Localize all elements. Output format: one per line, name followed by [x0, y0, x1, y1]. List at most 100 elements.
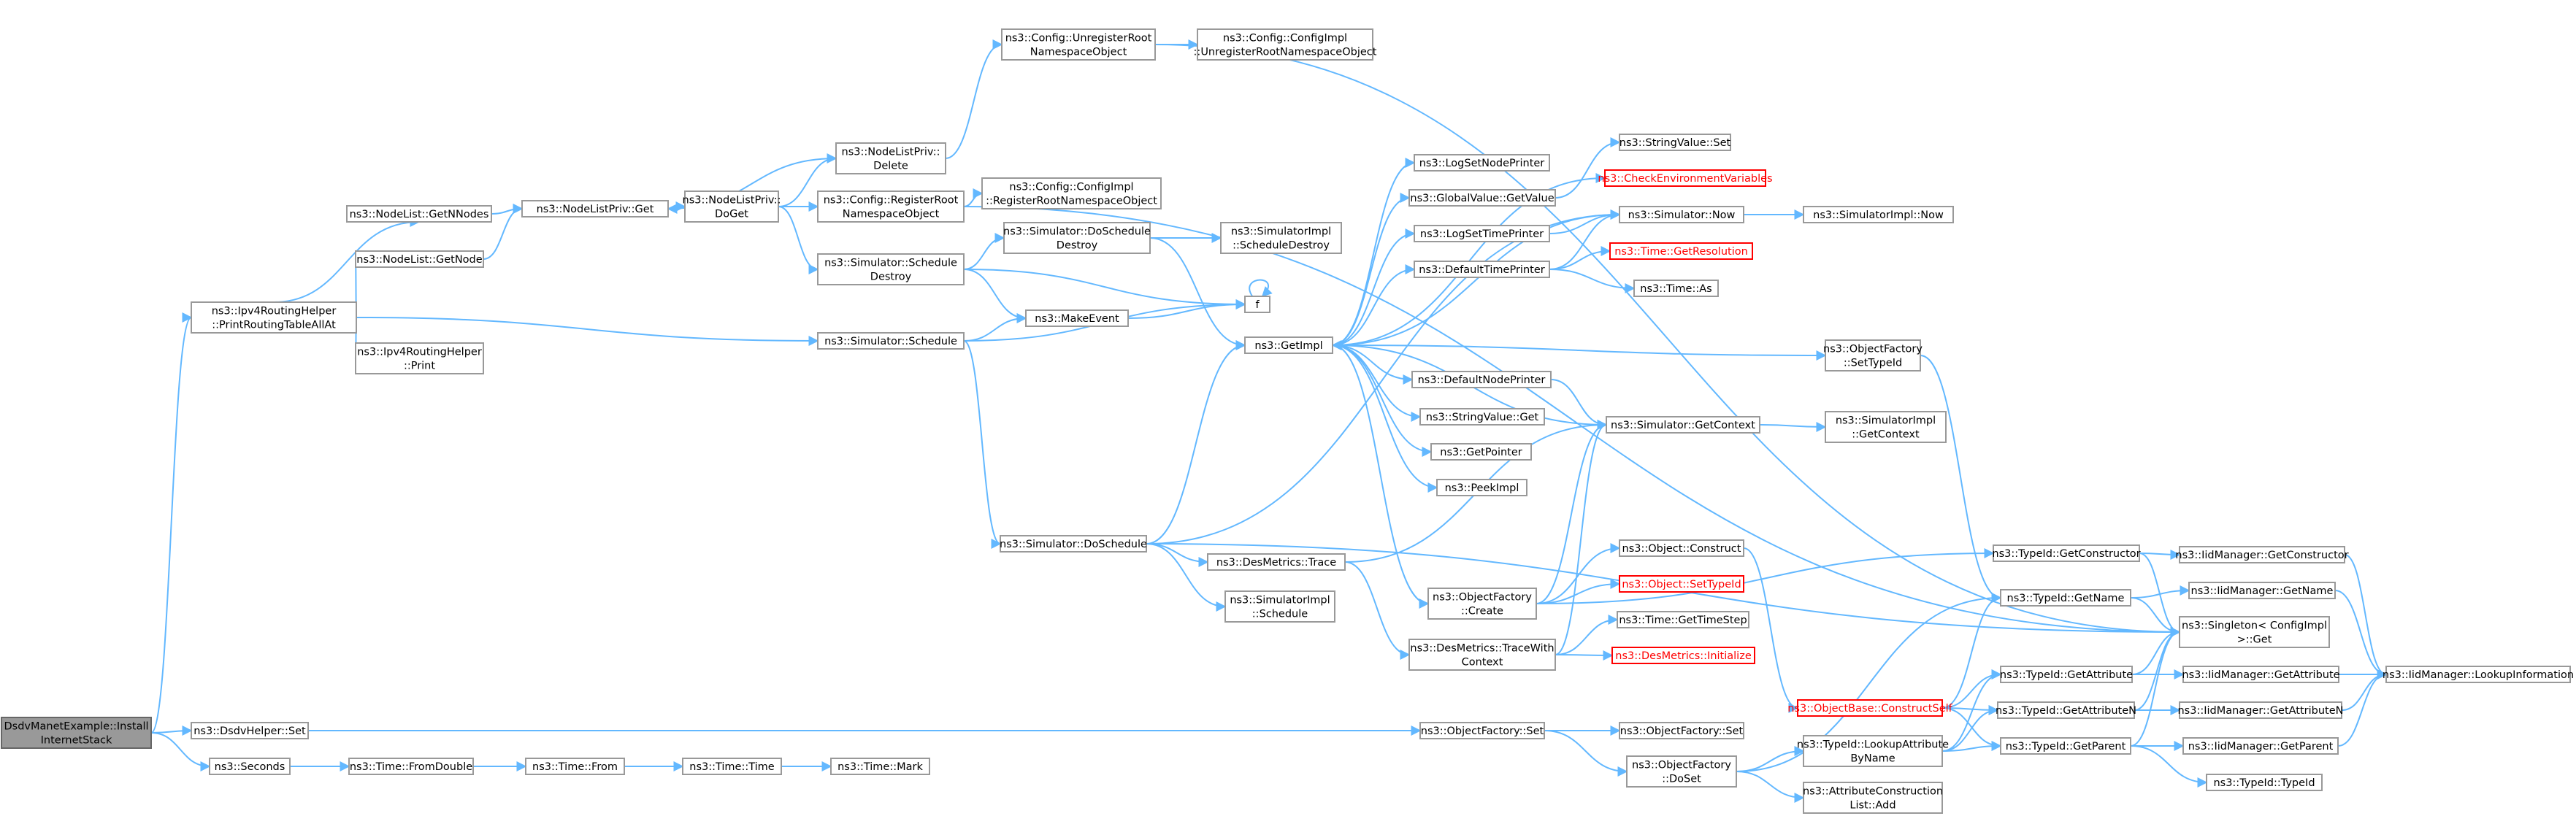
node-box[interactable]	[191, 301, 357, 334]
node-box[interactable]	[1604, 169, 1766, 187]
node-ofSet2[interactable]: ns3::ObjectFactory::Set	[1619, 722, 1744, 739]
node-objConstruct[interactable]: ns3::Object::Construct	[1619, 539, 1744, 557]
node-box[interactable]	[1408, 639, 1556, 671]
node-ofCreate[interactable]: ns3::ObjectFactory::Create	[1427, 588, 1537, 620]
node-timeAs[interactable]: ns3::Time::As	[1633, 280, 1719, 297]
node-timeGetTimeStep[interactable]: ns3::Time::GetTimeStep	[1617, 611, 1749, 628]
node-dsdvSet[interactable]: ns3::DsdvHelper::Set	[191, 722, 309, 739]
node-nlpGet[interactable]: ns3::NodeListPriv::Get	[521, 200, 669, 218]
node-doSchedule[interactable]: ns3::Simulator::DoSchedule	[1000, 535, 1147, 553]
node-simGetContext[interactable]: ns3::Simulator::GetContext	[1606, 416, 1760, 434]
node-box[interactable]	[1611, 647, 1755, 664]
node-box[interactable]	[1419, 722, 1545, 739]
node-box[interactable]	[1430, 443, 1532, 461]
node-peekImpl[interactable]: ns3::PeekImpl	[1436, 479, 1527, 496]
node-box[interactable]	[2179, 616, 2330, 648]
node-iidGetName[interactable]: ns3::IidManager::GetName	[2188, 582, 2336, 599]
node-simImplSchedDestroy[interactable]: ns3::SimulatorImpl::ScheduleDestroy	[1220, 222, 1342, 254]
node-box[interactable]	[1617, 611, 1749, 628]
node-box[interactable]	[1825, 339, 1921, 372]
node-ofSetTypeId[interactable]: ns3::ObjectFactory::SetTypeId	[1823, 339, 1923, 372]
node-box[interactable]	[1619, 539, 1744, 557]
node-defaultTimePrinter[interactable]: ns3::DefaultTimePrinter	[1414, 261, 1550, 278]
node-iidGetConstructor[interactable]: ns3::IidManager::GetConstructor	[2175, 546, 2349, 563]
node-box[interactable]	[1025, 309, 1129, 327]
node-tidGetName[interactable]: ns3::TypeId::GetName	[2000, 589, 2131, 607]
node-getNode[interactable]: ns3::NodeList::GetNode	[355, 250, 484, 268]
node-box[interactable]	[1003, 222, 1151, 254]
node-makeEvent[interactable]: ns3::MakeEvent	[1025, 309, 1129, 327]
node-box[interactable]	[1619, 722, 1744, 739]
node-box[interactable]	[817, 253, 965, 285]
node-box[interactable]	[191, 722, 309, 739]
node-box[interactable]	[1797, 699, 1943, 717]
node-nlpDelete[interactable]: ns3::NodeListPriv::Delete	[835, 142, 946, 174]
node-box[interactable]	[1000, 535, 1147, 553]
node-logSetTimePrinter[interactable]: ns3::LogSetTimePrinter	[1414, 225, 1550, 242]
node-globalGetValue[interactable]: ns3::GlobalValue::GetValue	[1408, 189, 1556, 207]
node-ofDoSet[interactable]: ns3::ObjectFactory::DoSet	[1626, 755, 1737, 788]
node-f[interactable]: f	[1244, 296, 1270, 313]
node-nlpDoGet[interactable]: ns3::NodeListPriv::DoGet	[683, 190, 781, 223]
node-box[interactable]	[1244, 336, 1333, 354]
node-box[interactable]	[1619, 206, 1744, 223]
node-stringValueSet[interactable]: ns3::StringValue::Set	[1619, 134, 1731, 151]
node-simSchedule[interactable]: ns3::Simulator::Schedule	[817, 332, 965, 350]
node-box[interactable]	[525, 758, 625, 775]
node-box[interactable]	[817, 190, 965, 223]
node-defaultNodePrinter[interactable]: ns3::DefaultNodePrinter	[1411, 371, 1552, 388]
node-simImplNow[interactable]: ns3::SimulatorImpl::Now	[1803, 206, 1954, 223]
node-box[interactable]	[2206, 774, 2323, 791]
node-box[interactable]	[2182, 737, 2339, 755]
node-timeMark[interactable]: ns3::Time::Mark	[830, 758, 930, 775]
node-box[interactable]	[1803, 782, 1943, 814]
node-getPointer[interactable]: ns3::GetPointer	[1430, 443, 1532, 461]
node-cfgImplUnreg[interactable]: ns3::Config::ConfigImpl::UnregisterRootN…	[1194, 28, 1377, 61]
node-ofSet[interactable]: ns3::ObjectFactory::Set	[1419, 722, 1545, 739]
node-box[interactable]	[521, 200, 669, 218]
node-box[interactable]	[1993, 544, 2140, 562]
node-box[interactable]	[1619, 575, 1744, 593]
node-box[interactable]	[1633, 280, 1719, 297]
node-tidTypeId[interactable]: ns3::TypeId::TypeId	[2206, 774, 2323, 791]
node-desInit[interactable]: ns3::DesMetrics::Initialize	[1611, 647, 1755, 664]
node-singletonGet[interactable]: ns3::Singleton< ConfigImpl >::Get	[2179, 616, 2330, 648]
node-box[interactable]	[1414, 154, 1550, 172]
node-simImplSchedule[interactable]: ns3::SimulatorImpl::Schedule	[1224, 590, 1335, 623]
node-box[interactable]	[1244, 296, 1270, 313]
node-getNNodes[interactable]: ns3::NodeList::GetNNodes	[346, 205, 492, 223]
node-box[interactable]	[355, 342, 484, 374]
node-box[interactable]	[1427, 588, 1537, 620]
node-box[interactable]	[1408, 189, 1556, 207]
node-simImplGetContext[interactable]: ns3::SimulatorImpl::GetContext	[1825, 411, 1947, 443]
node-box[interactable]	[1436, 479, 1527, 496]
node-box[interactable]	[1220, 222, 1342, 254]
node-box[interactable]	[830, 758, 930, 775]
node-unregRoot[interactable]: ns3::Config::UnregisterRootNamespaceObje…	[1001, 28, 1156, 61]
node-box[interactable]	[355, 250, 484, 268]
node-box[interactable]	[1825, 411, 1947, 443]
node-box[interactable]	[1803, 735, 1943, 767]
node-box[interactable]	[835, 142, 946, 174]
node-objSetTypeId[interactable]: ns3::Object::SetTypeId	[1619, 575, 1744, 593]
node-box[interactable]	[1411, 371, 1552, 388]
node-box[interactable]	[2179, 546, 2345, 563]
node-tidGetAttributeN[interactable]: ns3::TypeId::GetAttributeN	[1996, 701, 2136, 719]
node-box[interactable]	[1419, 408, 1545, 426]
node-objBaseConstructSelf[interactable]: ns3::ObjectBase::ConstructSelf	[1787, 699, 1953, 717]
node-box[interactable]	[1626, 755, 1737, 788]
node-box[interactable]	[2000, 666, 2133, 683]
node-tidGetAttribute[interactable]: ns3::TypeId::GetAttribute	[2000, 666, 2133, 683]
node-timeFromDouble[interactable]: ns3::Time::FromDouble	[348, 758, 474, 775]
node-box[interactable]	[981, 177, 1162, 209]
node-box[interactable]	[1609, 242, 1753, 260]
node-simNow[interactable]: ns3::Simulator::Now	[1619, 206, 1744, 223]
node-iidLookupInfo[interactable]: ns3::IidManager::LookupInformation	[2383, 666, 2574, 683]
node-box[interactable]	[2182, 666, 2339, 683]
node-box[interactable]	[1207, 553, 1346, 571]
node-schedDestroy[interactable]: ns3::Simulator::ScheduleDestroy	[817, 253, 965, 285]
node-box[interactable]	[2000, 589, 2131, 607]
